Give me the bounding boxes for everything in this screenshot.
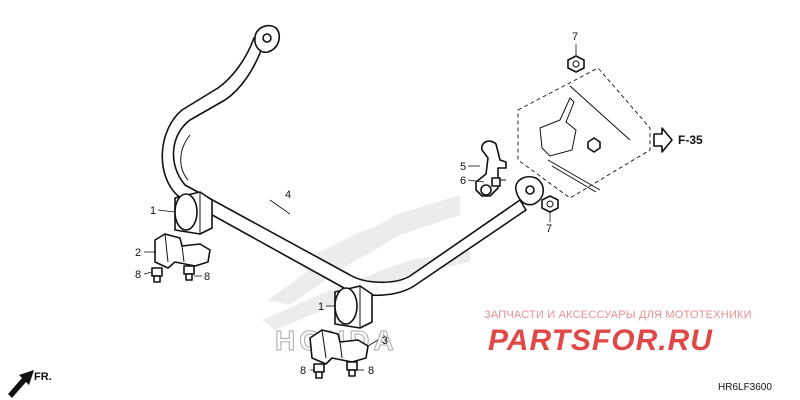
callout-8-lower-right: 8 (368, 365, 374, 377)
holder-upper (154, 233, 211, 269)
callout-2: 2 (135, 247, 141, 259)
arrow-right-icon (653, 127, 673, 153)
bar-end-upper (254, 24, 281, 54)
callout-4: 4 (285, 189, 291, 201)
reference-label: F-35 (678, 133, 703, 147)
callout-7-lower: 7 (546, 223, 552, 235)
stabilizer-bar (161, 24, 545, 297)
frame-detail-area (517, 67, 651, 199)
callouts: 1 2 8 8 4 1 3 8 8 5 6 7 7 (135, 31, 578, 377)
front-label: FR. (34, 371, 52, 383)
watermark-brand: PARTSFOR.RU (488, 324, 713, 357)
callout-8-lower-left: 8 (300, 365, 306, 377)
arrow-front-icon (8, 370, 34, 398)
bolt-lower-left (313, 363, 325, 379)
front-orientation: FR. (8, 370, 52, 398)
callout-7-upper: 7 (572, 31, 578, 43)
bolt-upper-left (151, 267, 163, 283)
bar-end-right (515, 175, 545, 206)
nut-upper (567, 55, 585, 73)
callout-5: 5 (460, 161, 466, 173)
watermark-tagline: ЗАПЧАСТИ И АКСЕССУАРЫ ДЛЯ МОТОТЕХНИКИ (484, 309, 752, 321)
callout-1-lower: 1 (318, 301, 324, 313)
callout-8-upper-right: 8 (204, 271, 210, 283)
bolt-upper-right (183, 265, 195, 281)
diagram-code: HR6LF3600 (718, 382, 772, 393)
callout-3: 3 (382, 335, 388, 347)
nut-lower (541, 195, 559, 213)
reference-arrow: F-35 (653, 127, 703, 153)
stabilizer-link (475, 140, 507, 197)
bushing-lower (334, 285, 373, 329)
holder-lower (309, 329, 369, 365)
leader-lines (143, 44, 577, 371)
bushing-upper (174, 191, 213, 235)
callout-8-upper-left: 8 (135, 269, 141, 281)
callout-1-upper: 1 (150, 205, 156, 217)
bolt-lower-right (346, 361, 358, 377)
callout-6: 6 (460, 175, 466, 187)
partsfor-watermark: ЗАПЧАСТИ И АКСЕССУАРЫ ДЛЯ МОТОТЕХНИКИ PA… (484, 309, 752, 357)
